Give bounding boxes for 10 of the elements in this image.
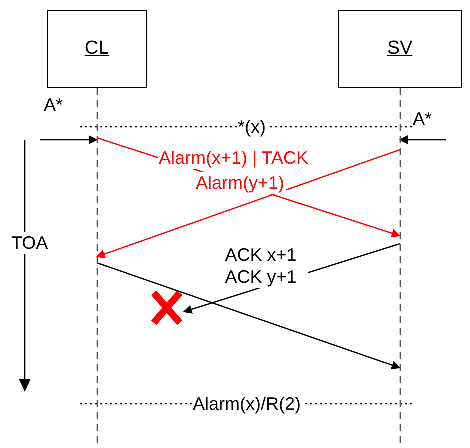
message-arrow (96, 149, 400, 259)
message-arrow (399, 136, 446, 144)
edge-label: Alarm(y+1) (195, 172, 286, 194)
participant-name: SV (387, 38, 413, 60)
participant-name: CL (84, 38, 110, 60)
edge-label: A* (43, 94, 64, 116)
message-arrow (96, 262, 401, 370)
edge-label: A* (412, 108, 434, 130)
message-arrow (40, 136, 98, 144)
axis-label: TOA (10, 232, 50, 254)
